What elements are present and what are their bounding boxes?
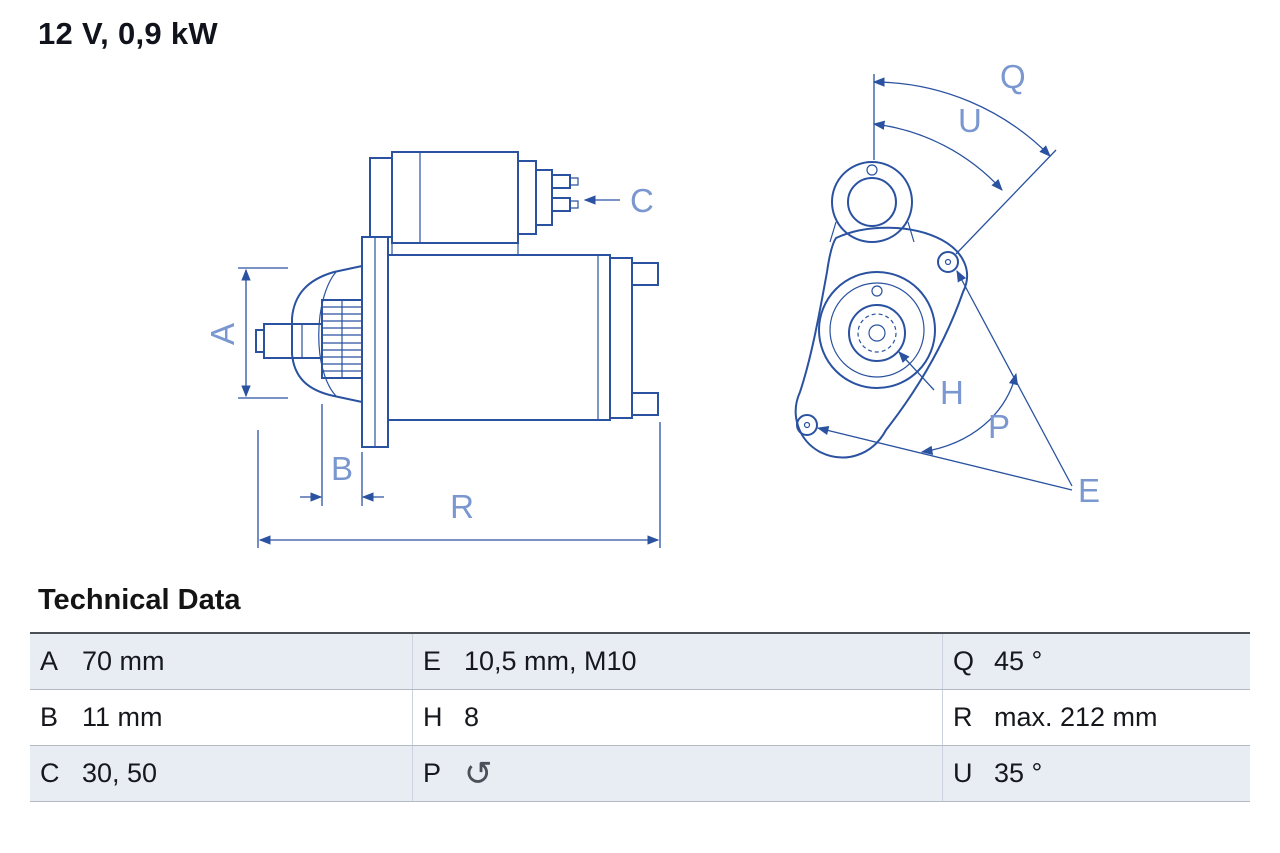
spec-key-a: A	[40, 646, 59, 676]
flange-plate	[796, 228, 967, 458]
table-row: A 70 mm E 10,5 mm, M10 Q 45 °	[30, 634, 1250, 690]
spec-value-r: max. 212 mm	[994, 702, 1158, 732]
dimension-label-a: A	[204, 323, 241, 345]
mounting-flange-side	[362, 237, 388, 447]
page-title: 12 V, 0,9 kW	[38, 16, 218, 51]
spec-key-c: C	[40, 758, 60, 788]
dimension-r: R	[258, 422, 660, 548]
dimension-e: E	[816, 269, 1100, 509]
spec-key-e: E	[412, 634, 458, 689]
spec-key-h: H	[412, 690, 458, 745]
rotation-counterclockwise-icon: ↺	[464, 754, 493, 793]
dimension-u: U	[872, 102, 1003, 191]
top-mounting-tab	[830, 162, 914, 242]
spec-value-b: 11 mm	[82, 702, 163, 732]
technical-data-heading: Technical Data	[38, 584, 241, 616]
spec-key-b: B	[40, 702, 59, 732]
dimension-label-e: E	[1078, 472, 1100, 509]
front-view-drawing: Q U H P E	[796, 58, 1100, 509]
spec-value-c: 30, 50	[82, 758, 158, 788]
side-view-drawing: A B R C	[204, 152, 660, 548]
table-row: B 11 mm H 8 R max. 212 mm	[30, 690, 1250, 746]
solenoid	[370, 152, 578, 243]
dimension-label-q: Q	[1000, 58, 1026, 95]
spec-value-q: 45 °	[994, 646, 1043, 676]
dimension-label-p: P	[988, 408, 1010, 445]
drive-end-pinion	[256, 266, 362, 402]
central-boss	[819, 272, 935, 388]
dimension-p: P	[920, 372, 1018, 455]
spec-value-a: 70 mm	[82, 646, 165, 676]
dimension-label-b: B	[331, 450, 353, 487]
dimension-q: Q	[872, 58, 1056, 254]
spec-key-u: U	[942, 746, 988, 801]
spec-value-u: 35 °	[994, 758, 1043, 788]
spec-value-e: 10,5 mm, M10	[464, 646, 637, 676]
spec-value-p: ↺	[458, 746, 942, 801]
spec-value-h: 8	[464, 702, 480, 732]
dimension-label-u: U	[958, 102, 982, 139]
mounting-hole-bottom-left	[797, 415, 817, 435]
mounting-hole-top-right	[938, 252, 958, 272]
dimension-a: A	[204, 268, 288, 398]
spec-key-q: Q	[942, 634, 988, 689]
spec-key-p: P	[412, 746, 458, 801]
dimension-label-c: C	[630, 182, 654, 219]
dimension-label-h: H	[940, 374, 964, 411]
dimension-b: B	[300, 404, 384, 506]
dimension-label-r: R	[450, 488, 474, 525]
motor-body	[388, 243, 658, 420]
dimension-c: C	[583, 182, 654, 219]
spec-key-r: R	[942, 690, 988, 745]
starter-motor-technical-drawing: A B R C	[204, 58, 1100, 570]
technical-data-table: A 70 mm E 10,5 mm, M10 Q 45 ° B 11 mm H …	[30, 632, 1250, 802]
table-row: C 30, 50 P ↺ U 35 °	[30, 746, 1250, 802]
